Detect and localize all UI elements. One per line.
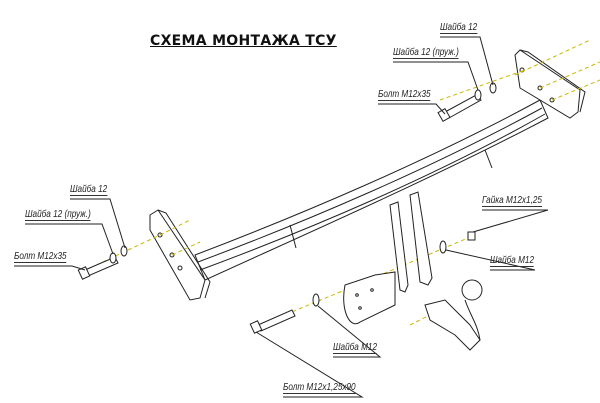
label-nut: Гайка М12х1,25 — [482, 194, 542, 207]
tow-ball — [424, 279, 483, 351]
mounting-brackets — [389, 191, 433, 293]
label-left-spring-washer: Шайба 12 (пруж.) — [25, 208, 91, 221]
label-right-bolt: Болт М12х35 — [378, 88, 431, 101]
label-left-bolt: Болт М12х35 — [14, 250, 67, 263]
label-left-washer: Шайба 12 — [70, 183, 108, 196]
leader-lines — [14, 36, 549, 398]
label-washer-m12-right: Шайба М12 — [490, 254, 535, 267]
label-right-washer: Шайба 12 — [440, 21, 478, 34]
label-right-spring-washer: Шайба 12 (пруж.) — [393, 46, 459, 59]
diagram-title: СХЕМА МОНТАЖА ТСУ — [150, 33, 337, 49]
long-bolt-set — [249, 231, 476, 334]
left-bolt-set — [77, 245, 128, 280]
label-long-bolt: Болт М12х1,25х90 — [283, 381, 356, 394]
crossbeam — [194, 99, 549, 281]
right-bolt-set — [437, 82, 497, 123]
ball-mount-plate — [343, 271, 396, 325]
label-washer-m12-lower: Шайба М12 — [333, 341, 378, 354]
